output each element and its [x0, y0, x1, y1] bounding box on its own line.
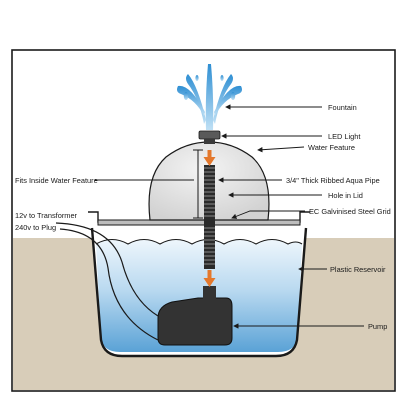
flow-arrows: [203, 150, 216, 287]
water: [96, 239, 302, 352]
label-pipe-rest: Thick Ribbed Aqua Pipe: [299, 176, 380, 185]
pump-outlet: [203, 286, 216, 299]
label-fits-inside: Fits Inside Water Feature: [15, 176, 98, 185]
led-nozzle: [204, 139, 215, 144]
label-plug: 240v to Plug: [15, 223, 56, 232]
label-pipe-fraction: 3/4": [286, 176, 299, 185]
plastic-reservoir: [90, 227, 308, 358]
pump: [157, 297, 233, 346]
label-pump: Pump: [368, 322, 387, 331]
steel-grid: [97, 219, 301, 226]
down-arrow-top: [203, 157, 216, 166]
down-arrow-bottom: [203, 278, 216, 287]
led-light: [198, 130, 221, 140]
label-pipe: 3/4" Thick Ribbed Aqua Pipe: [286, 176, 380, 185]
pipe-ribs: [204, 167, 215, 265]
leader-water-feature: [257, 146, 305, 153]
label-transformer: 12v to Transformer: [15, 211, 78, 220]
label-grid: EC Galvinised Steel Grid: [309, 207, 391, 216]
label-fountain: Fountain: [328, 103, 357, 112]
leader-grid: [231, 210, 305, 219]
cable-transformer: [55, 222, 159, 317]
cable-plug: [59, 228, 159, 341]
label-reservoir: Plastic Reservoir: [330, 265, 386, 274]
ribbed-pipe: [204, 165, 215, 269]
label-led-light: LED Light: [328, 132, 360, 141]
fits-inside-bracket: [193, 149, 203, 219]
label-water-feature: Water Feature: [308, 143, 355, 152]
label-hole-in-lid: Hole in Lid: [328, 191, 363, 200]
fountain-jets: [177, 64, 242, 130]
frame-border: [11, 49, 396, 392]
